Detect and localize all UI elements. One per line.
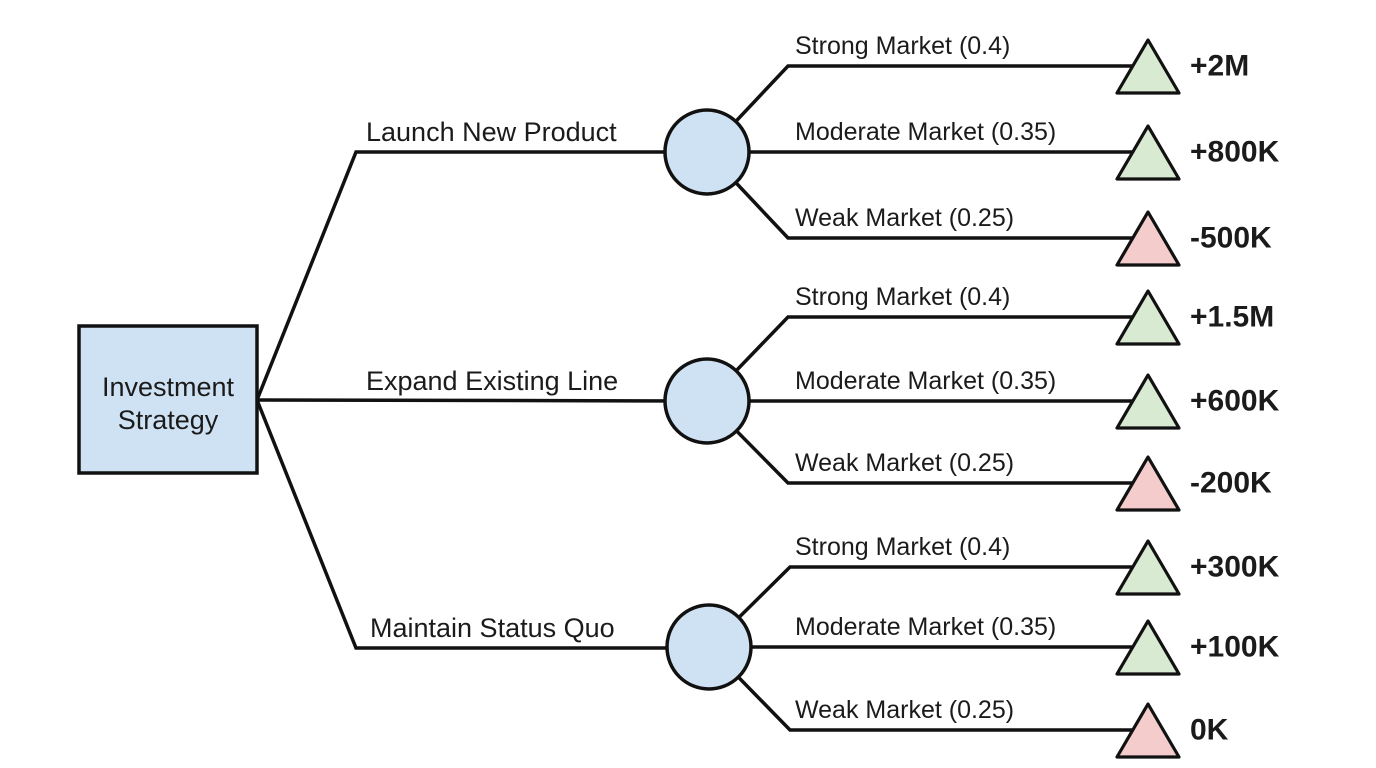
outcome-label-b1-moderate: Moderate Market (0.35) xyxy=(795,118,1056,146)
outcome-value-b3-strong: +300K xyxy=(1190,551,1280,584)
outcome-value-b2-weak: -200K xyxy=(1190,467,1272,500)
outcome-triangle-b3-weak xyxy=(1115,702,1181,759)
outcome-label-b3-strong: Strong Market (0.4) xyxy=(795,533,1010,561)
outcome-label-b3-moderate: Moderate Market (0.35) xyxy=(795,613,1056,641)
connector-root-branch-1 xyxy=(255,150,707,401)
connector-root-branch-3 xyxy=(255,399,709,650)
outcome-triangle-b2-moderate xyxy=(1115,373,1181,430)
outcome-label-b2-strong: Strong Market (0.4) xyxy=(795,283,1010,311)
outcome-label-b2-moderate: Moderate Market (0.35) xyxy=(795,367,1056,395)
outcome-triangle-b1-strong xyxy=(1115,38,1181,95)
outcome-triangle-b2-strong xyxy=(1115,289,1181,346)
chance-node-2 xyxy=(663,357,751,445)
outcome-triangle-b3-strong xyxy=(1115,539,1181,596)
outcome-value-b1-moderate: +800K xyxy=(1190,136,1280,169)
outcome-label-b2-weak: Weak Market (0.25) xyxy=(795,449,1014,477)
outcome-value-b2-strong: +1.5M xyxy=(1190,301,1274,334)
outcome-triangle-b2-weak xyxy=(1115,455,1181,512)
root-label-line1: Investment xyxy=(102,372,235,402)
outcome-value-b2-moderate: +600K xyxy=(1190,385,1280,418)
outcome-value-b3-weak: 0K xyxy=(1190,714,1229,747)
root-label-line2: Strategy xyxy=(118,405,219,435)
outcome-triangle-b3-moderate xyxy=(1115,619,1181,676)
branch-label-2: Expand Existing Line xyxy=(366,366,618,396)
outcome-triangle-b1-moderate xyxy=(1115,124,1181,181)
outcome-value-b1-weak: -500K xyxy=(1190,222,1272,255)
outcome-value-b3-moderate: +100K xyxy=(1190,631,1280,664)
decision-node xyxy=(77,324,259,475)
branch-label-1: Launch New Product xyxy=(366,117,617,147)
chance-node-3 xyxy=(665,603,753,691)
branch-label-3: Maintain Status Quo xyxy=(370,613,615,643)
chance-node-1 xyxy=(663,108,751,196)
connector-root-branch-2 xyxy=(256,398,708,403)
outcome-label-b3-weak: Weak Market (0.25) xyxy=(795,696,1014,724)
outcome-value-b1-strong: +2M xyxy=(1190,50,1249,83)
outcome-label-b1-weak: Weak Market (0.25) xyxy=(795,204,1014,232)
outcome-triangle-b1-weak xyxy=(1115,210,1181,267)
outcome-label-b1-strong: Strong Market (0.4) xyxy=(795,32,1010,60)
